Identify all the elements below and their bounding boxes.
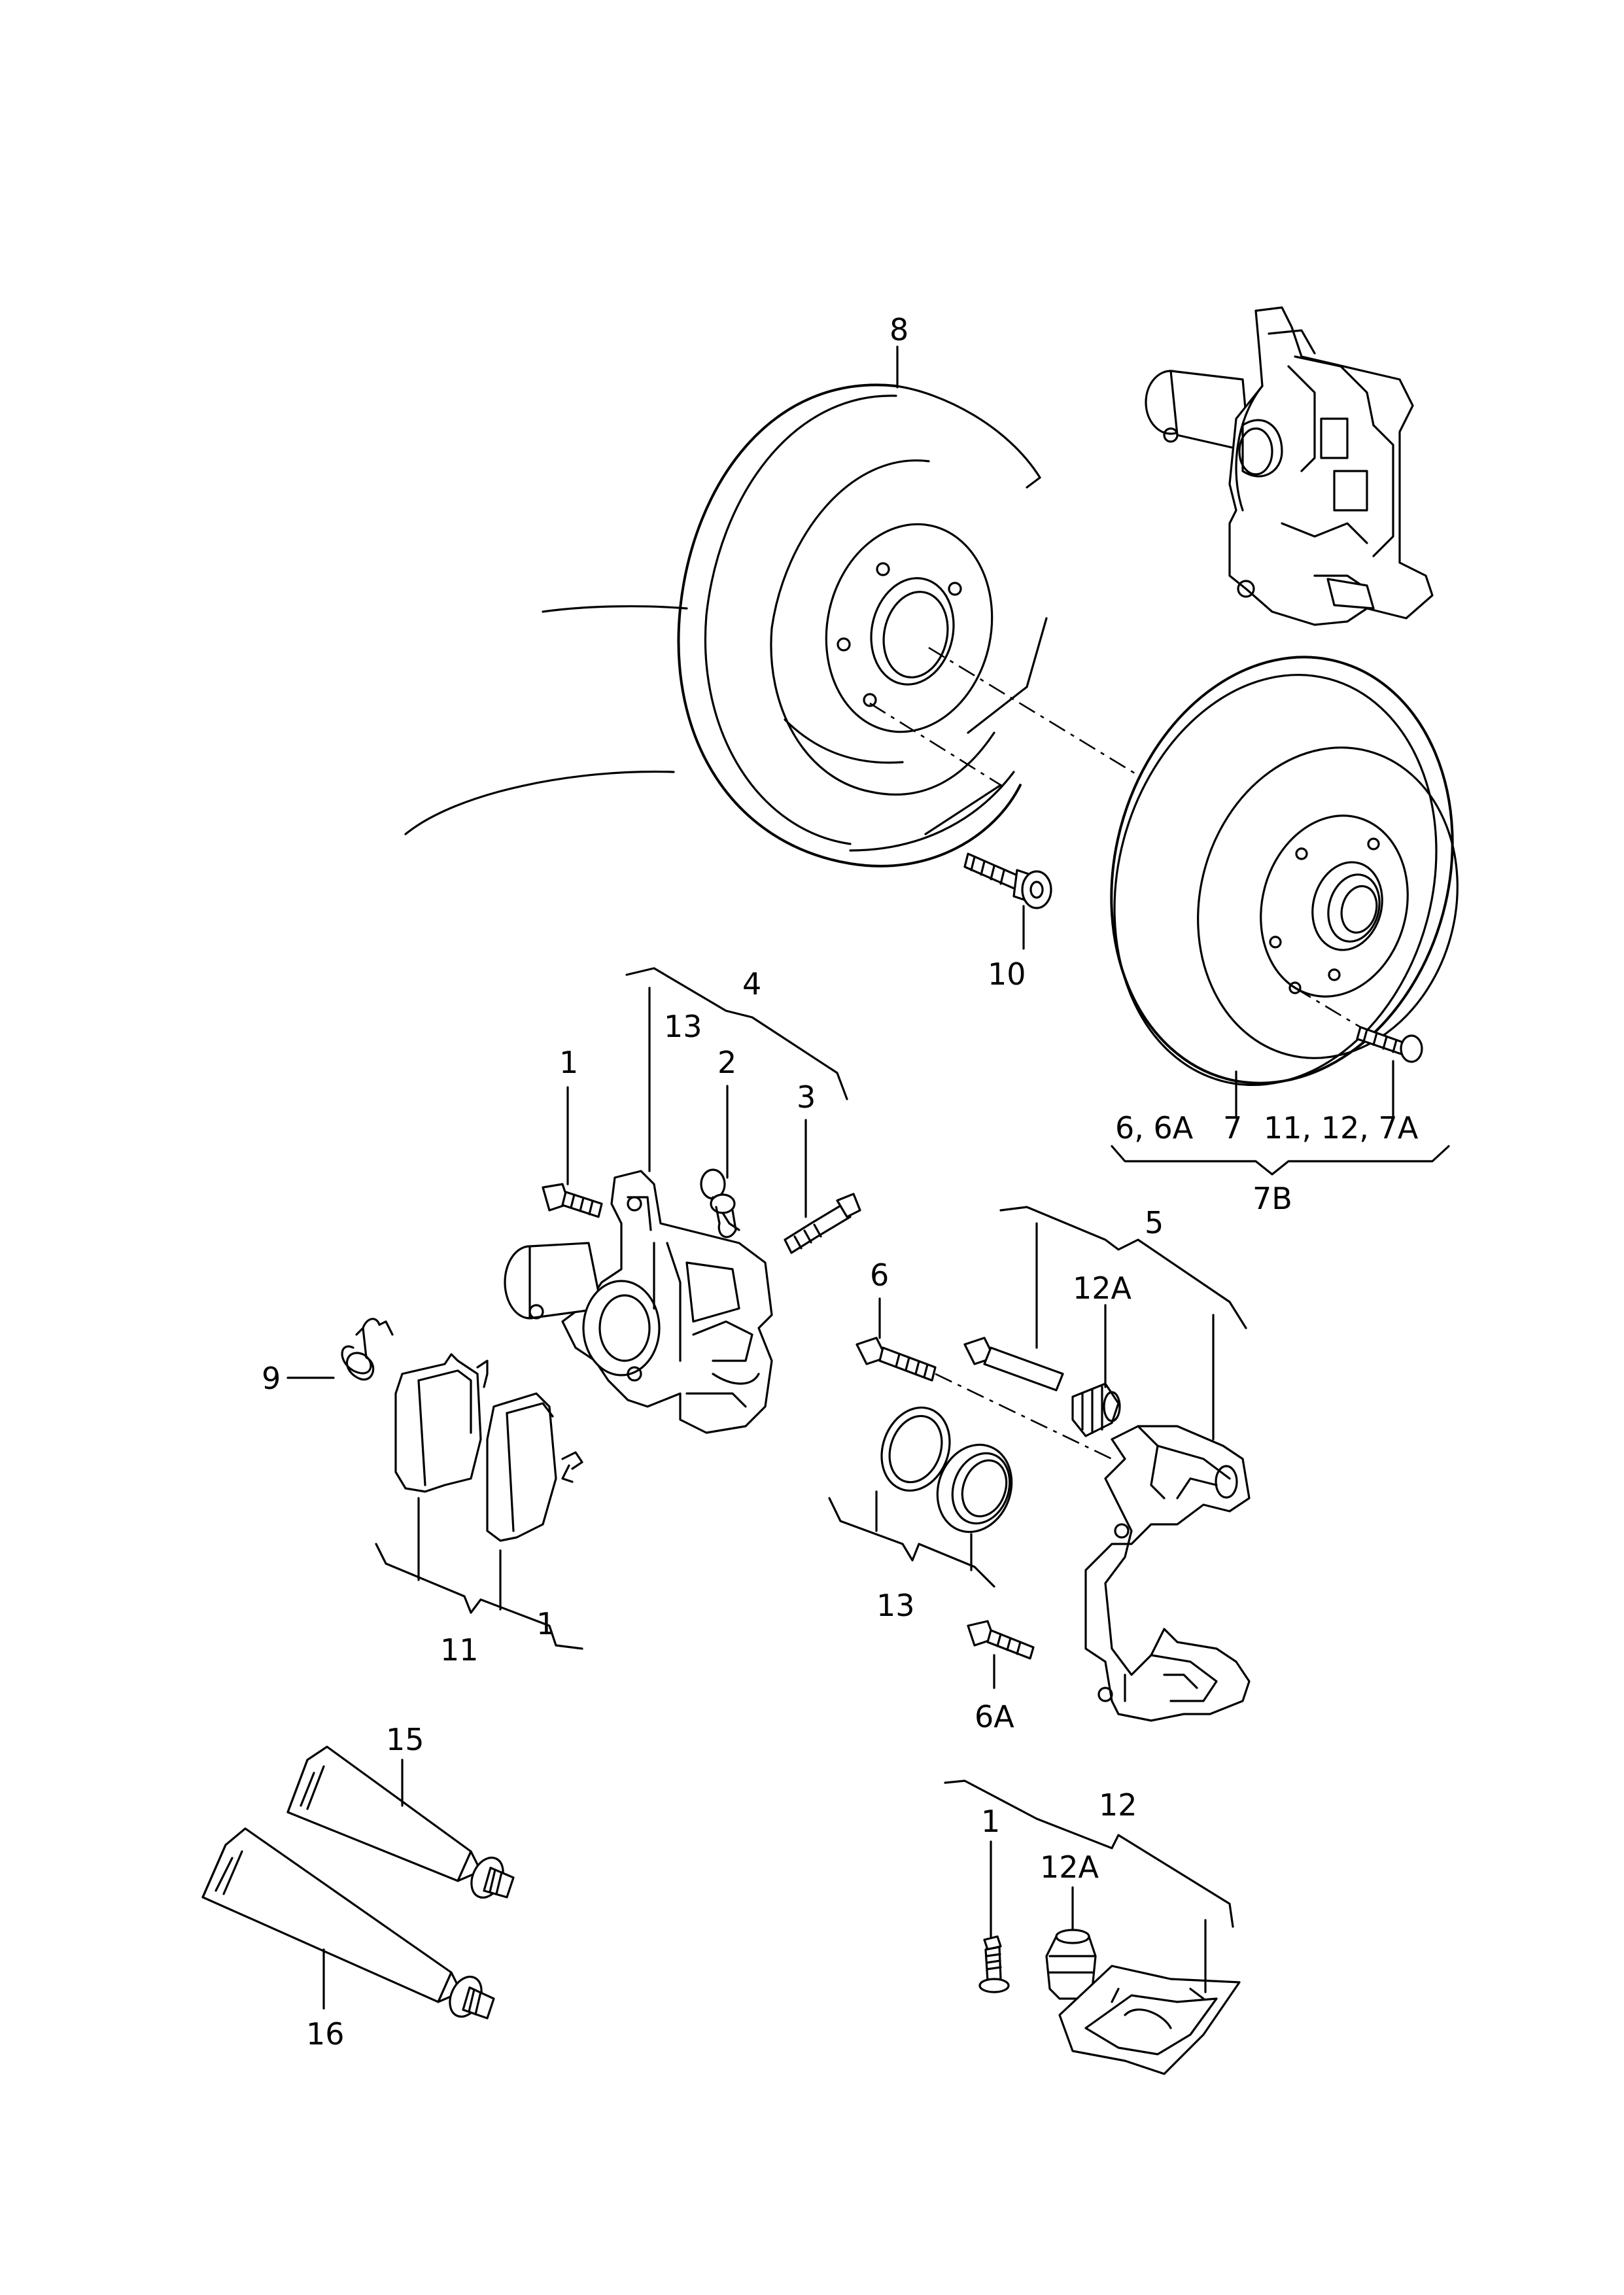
label-13-upper: 13 [664,1009,702,1044]
label-4: 4 [742,966,761,1002]
caliper-assembly-top [1145,306,1434,626]
label-11-12-7A: 11, 12, 7A [1264,1110,1419,1146]
label-1-lower: 1 [536,1606,555,1641]
label-7B: 7B [1253,1181,1292,1216]
bolt-part-10 [963,852,1052,909]
label-3: 3 [797,1079,816,1115]
label-15: 15 [386,1722,424,1757]
bolt-part-1-upper [542,1183,603,1218]
grease-tube-part-15 [286,1745,515,1899]
grease-tube-part-16 [201,1827,495,2020]
label-1-kit: 1 [981,1804,1000,1839]
guide-bolt-part-5 [963,1337,1064,1392]
label-5: 5 [1145,1205,1164,1240]
label-8: 8 [890,312,908,347]
label-12A-lower: 12A [1040,1849,1099,1885]
spring-clip-part-9 [341,1318,394,1381]
label-1-upper: 1 [559,1045,578,1080]
label-11: 11 [440,1632,479,1668]
label-9: 9 [262,1361,281,1396]
label-7: 7 [1223,1110,1242,1146]
label-13-lower: 13 [876,1588,915,1623]
caliper-carrier [1084,1425,1251,1722]
disc-screw [1356,1026,1423,1063]
brake-pads-part-11 [394,1353,583,1542]
label-6-6A: 6, 6A [1115,1110,1194,1146]
label-2: 2 [717,1045,736,1080]
label-12: 12 [1099,1787,1137,1823]
bushing-part-12A [1071,1382,1121,1437]
label-16: 16 [306,2016,345,2052]
dust-shield-part-8 [404,383,1139,867]
bleeder-screw-part-3 [784,1193,861,1254]
brake-disc-part-7 [1110,656,1459,1086]
leader-lines [286,345,1450,2010]
seal-rings-part-13 [880,1406,1013,1533]
bleeder-cap-part-2 [700,1168,740,1238]
brake-caliper-part-4 [504,1170,773,1434]
repair-kit-part-12 [978,1929,1241,2075]
part-labels: 8 10 4 13 1 2 3 9 11 1 6 5 12A 13 6A 6, … [262,312,1419,2052]
guide-bolt-part-6 [855,1337,1113,1460]
label-6: 6 [870,1257,889,1293]
bolt-part-6A [967,1620,1035,1660]
label-12A-upper: 12A [1073,1270,1132,1306]
label-10: 10 [988,956,1026,992]
label-6A: 6A [975,1699,1014,1734]
